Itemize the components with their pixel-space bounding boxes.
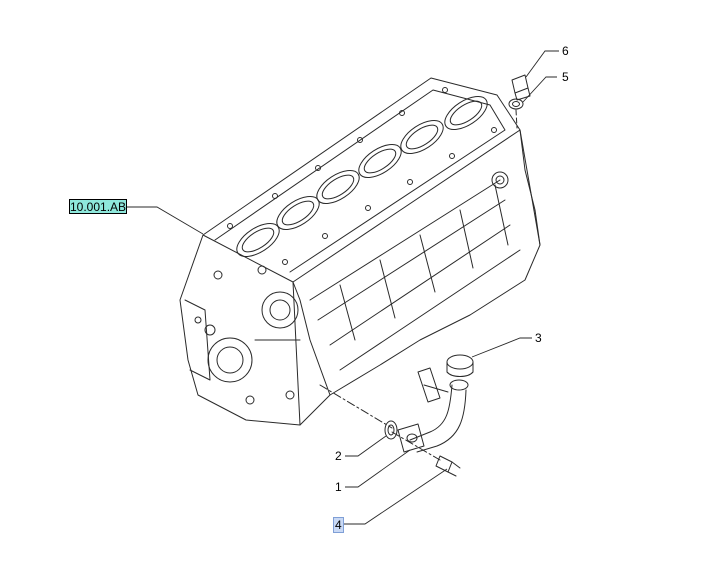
callout-6[interactable]: 6 [562,44,569,58]
oil-filler-tube-part-1 [397,367,469,453]
callout-4[interactable]: 4 [333,517,344,533]
cylinder-bore-5 [400,120,444,154]
callout-2[interactable]: 2 [335,449,342,463]
cylinder-bore-6 [444,96,488,130]
filler-cap-part-3 [446,354,474,377]
leader-5 [522,76,557,103]
plug-part-6 [511,74,531,101]
callout-3[interactable]: 3 [535,331,542,345]
leader-6 [525,50,559,78]
reference-label[interactable]: 10.001.AB [69,199,127,214]
deck-bolt-holes [227,87,497,265]
bolt-part-4 [435,455,461,477]
leader-4 [343,468,448,525]
cylinder-bores [236,96,488,257]
cylinder-bore-4 [358,144,402,178]
cylinder-bore-3 [316,170,360,204]
assembly-axis [319,384,393,429]
washer-part-5 [508,98,524,110]
leader-1 [345,449,411,488]
leader-reference [127,206,204,235]
leader-3 [471,337,532,358]
callout-1[interactable]: 1 [335,480,342,494]
callout-5[interactable]: 5 [562,70,569,84]
leader-2 [345,435,387,457]
engine-block [179,77,541,426]
o-ring-part-2 [384,420,398,440]
